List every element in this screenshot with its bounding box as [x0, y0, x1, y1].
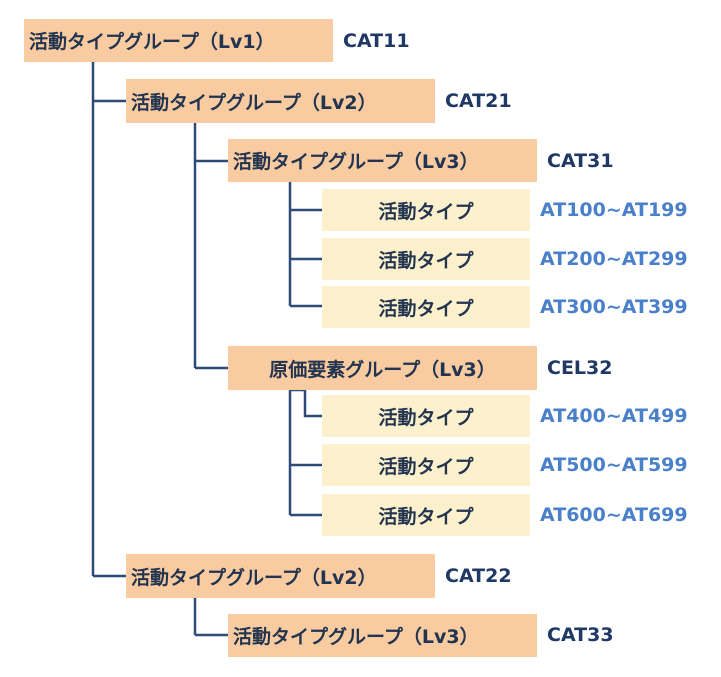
node-cat21-code: CAT21: [445, 90, 512, 112]
node-at300-label: 活動タイプ: [378, 297, 474, 320]
node-cat11-label: 活動タイプグループ（Lv1）: [29, 31, 275, 53]
node-cat21-label: 活動タイプグループ（Lv2）: [131, 91, 377, 114]
node-cat31-box: 活動タイプグループ（Lv3）: [228, 139, 537, 182]
node-at300-code: AT300~AT399: [540, 296, 688, 318]
node-at500-label: 活動タイプ: [378, 455, 474, 478]
node-cat33-label: 活動タイプグループ（Lv3）: [233, 626, 479, 648]
node-cat33-code: CAT33: [547, 624, 614, 646]
node-cel32-box: 原価要素グループ（Lv3）: [228, 346, 537, 390]
node-at100-label: 活動タイプ: [378, 200, 474, 223]
node-cat33-box: 活動タイプグループ（Lv3）: [228, 614, 537, 657]
node-cat31-label: 活動タイプグループ（Lv3）: [233, 151, 479, 173]
node-at100-box: 活動タイプ: [322, 189, 530, 231]
node-at600-code: AT600~AT699: [540, 504, 688, 526]
node-cat22-label: 活動タイプグループ（Lv2）: [131, 566, 377, 589]
connector-cel32-hook: [290, 388, 322, 418]
node-cel32-label: 原価要素グループ（Lv3）: [269, 358, 496, 381]
node-at500-code: AT500~AT599: [540, 454, 688, 476]
node-cat21-box: 活動タイプグループ（Lv2）: [126, 79, 435, 123]
node-cat22-code: CAT22: [445, 565, 512, 587]
node-at500-box: 活動タイプ: [322, 444, 530, 486]
node-at200-label: 活動タイプ: [378, 249, 474, 272]
node-at400-label: 活動タイプ: [378, 406, 474, 429]
node-cat11-box: 活動タイプグループ（Lv1）: [24, 19, 333, 62]
node-cat11-code: CAT11: [343, 30, 410, 52]
node-at400-box: 活動タイプ: [322, 395, 530, 437]
node-at200-code: AT200~AT299: [540, 248, 688, 270]
node-at600-box: 活動タイプ: [322, 494, 530, 536]
node-at300-box: 活動タイプ: [322, 286, 530, 328]
node-cat22-box: 活動タイプグループ（Lv2）: [126, 554, 435, 598]
node-at600-label: 活動タイプ: [378, 505, 474, 528]
node-cel32-code: CEL32: [547, 357, 613, 379]
node-at100-code: AT100~AT199: [540, 199, 688, 221]
node-at400-code: AT400~AT499: [540, 405, 688, 427]
node-at200-box: 活動タイプ: [322, 238, 530, 280]
node-cat31-code: CAT31: [547, 150, 614, 172]
